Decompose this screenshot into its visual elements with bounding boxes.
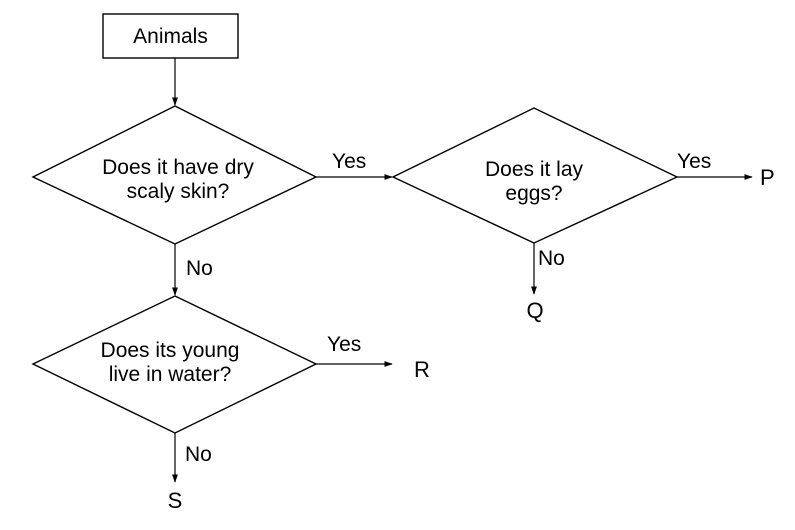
outcome-r: R [414,357,430,382]
decision-dry-scaly-skin-line1: Does it have dry [102,156,254,179]
edge-label-d3-no: No [185,443,212,466]
root-node-label: Animals [133,25,208,48]
edge-label-d2-yes: Yes [677,150,711,173]
decision-young-live-in-water-line2: live in water? [109,363,232,386]
edge-label-d3-yes: Yes [327,333,361,356]
outcome-s: S [168,488,183,513]
decision-lay-eggs-line1: Does it lay [485,158,584,181]
outcome-q: Q [526,298,543,323]
decision-dry-scaly-skin-line2: scaly skin? [127,180,230,203]
edge-label-d1-yes: Yes [332,150,366,173]
decision-lay-eggs-line2: eggs? [505,182,562,205]
outcome-p: P [760,165,775,190]
root-node-box [102,13,239,59]
edge-label-d2-no: No [538,247,565,270]
decision-young-live-in-water-line1: Does its young [101,339,240,362]
edge-label-d1-no: No [186,257,213,280]
